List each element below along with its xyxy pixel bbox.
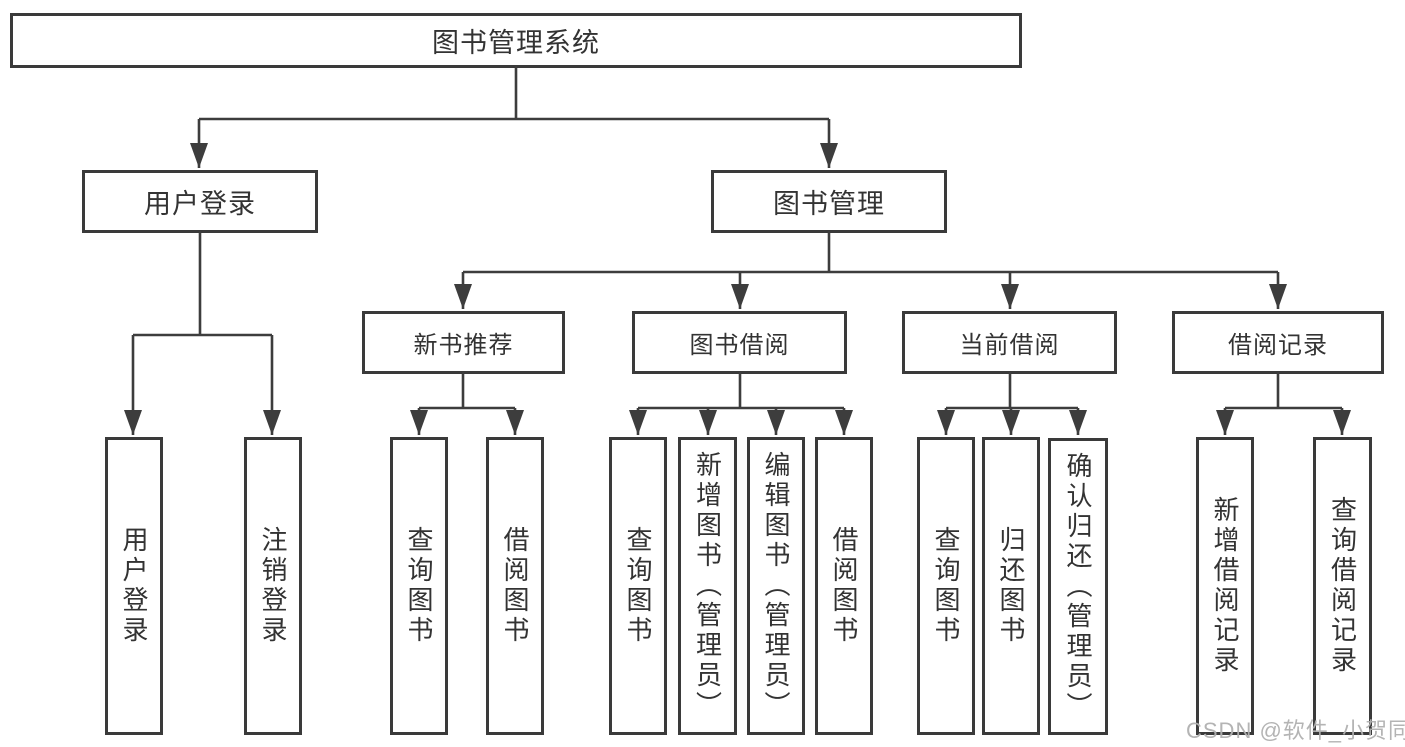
node-library-management-system: 图书管理系统 — [10, 13, 1022, 68]
node-label: 借阅图书 — [829, 526, 859, 646]
node-label: 图书管理系统 — [432, 28, 600, 58]
node-book-borrowing: 图书借阅 — [632, 311, 847, 374]
node-label: 新增借阅记录 — [1210, 496, 1240, 676]
node-label: 用户登录 — [144, 189, 256, 219]
node-label: 查询图书 — [623, 526, 653, 646]
leaf-user-login: 用户登录 — [105, 437, 163, 735]
node-label: 借阅图书 — [500, 526, 530, 646]
leaf-edit-books-admin: 编辑图书（管理员） — [747, 437, 805, 735]
node-new-book-recommendation: 新书推荐 — [362, 311, 565, 374]
leaf-borrow-books-recommend: 借阅图书 — [486, 437, 544, 735]
leaf-query-books-current: 查询图书 — [917, 437, 975, 735]
node-label: 查询图书 — [931, 526, 961, 646]
node-label: 图书管理 — [773, 189, 885, 219]
leaf-query-books-borrow: 查询图书 — [609, 437, 667, 735]
node-current-borrowing: 当前借阅 — [902, 311, 1117, 374]
leaf-borrow-books: 借阅图书 — [815, 437, 873, 735]
node-label: 图书借阅 — [689, 332, 790, 359]
node-label: 编辑图书（管理员） — [761, 451, 791, 721]
node-label: 新书推荐 — [413, 332, 514, 359]
leaf-query-borrow-record: 查询借阅记录 — [1313, 437, 1372, 735]
leaf-add-borrow-record: 新增借阅记录 — [1196, 437, 1254, 735]
leaf-query-books-recommend: 查询图书 — [390, 437, 448, 735]
leaf-confirm-return-admin: 确认归还（管理员） — [1048, 438, 1108, 735]
node-label: 归还图书 — [996, 526, 1026, 646]
node-label: 借阅记录 — [1228, 332, 1328, 359]
node-label: 当前借阅 — [959, 332, 1060, 359]
node-label: 新增图书（管理员） — [692, 451, 723, 721]
node-book-management: 图书管理 — [711, 170, 947, 233]
leaf-logout: 注销登录 — [244, 437, 302, 735]
node-borrowing-records: 借阅记录 — [1172, 311, 1384, 374]
leaf-return-books: 归还图书 — [982, 437, 1040, 735]
csdn-watermark: CSDN @软件_小贺同学 — [1186, 718, 1405, 743]
node-label: 查询图书 — [404, 526, 434, 646]
leaf-add-books-admin: 新增图书（管理员） — [678, 437, 737, 735]
node-label: 用户登录 — [119, 526, 149, 646]
node-label: 注销登录 — [258, 526, 288, 646]
node-user-login: 用户登录 — [82, 170, 318, 233]
node-label: 确认归还（管理员） — [1063, 451, 1093, 722]
node-label: 查询借阅记录 — [1327, 496, 1358, 676]
